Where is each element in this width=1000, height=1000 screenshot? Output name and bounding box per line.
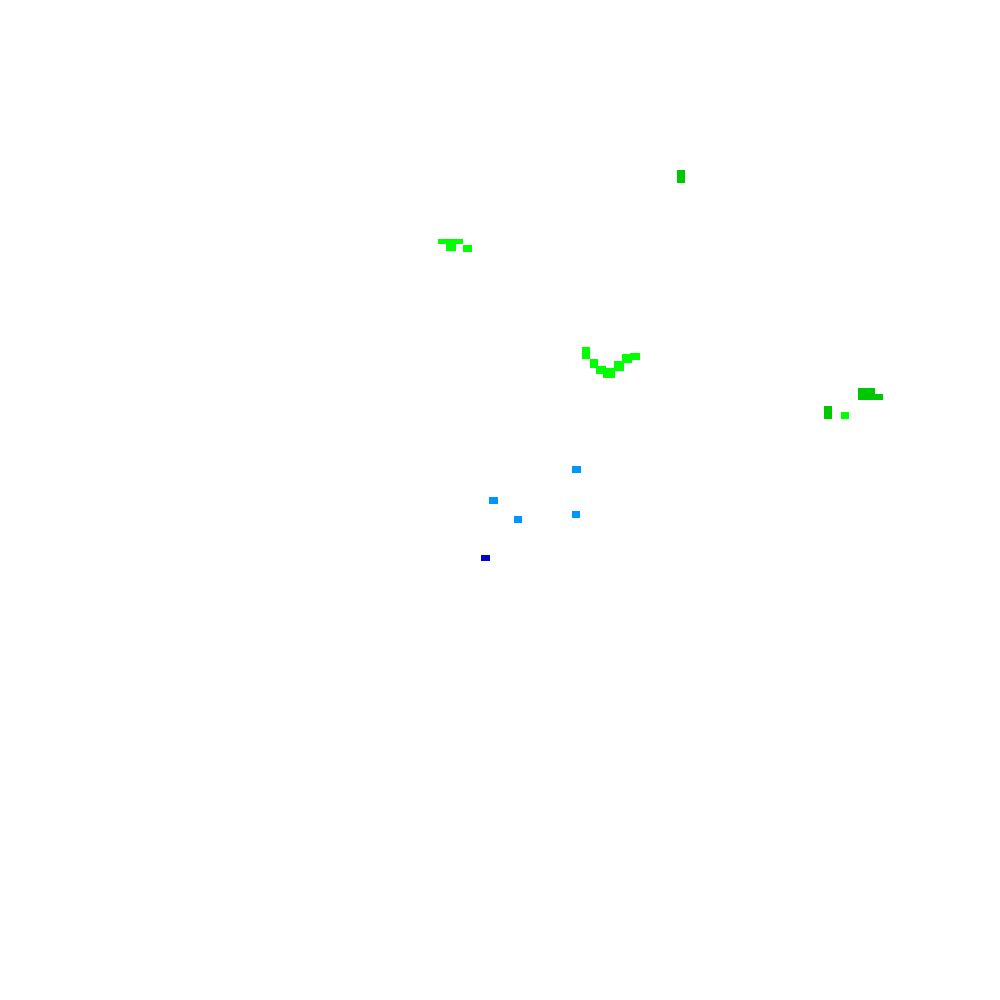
pixel-clusters (438, 170, 883, 561)
pixel-mark (824, 406, 832, 419)
dark-green-cluster (677, 170, 883, 419)
pixel-mark (438, 239, 463, 244)
pixel-mark (489, 497, 498, 504)
pixel-mark (514, 516, 522, 523)
pixel-mark (603, 368, 615, 378)
pixel-mark (630, 353, 640, 360)
pixel-mark (590, 359, 598, 368)
pixel-mark (622, 354, 632, 363)
pixel-mark (677, 170, 685, 183)
pixel-mark (614, 361, 624, 371)
bright-green-cluster (438, 239, 849, 419)
pixel-mark (582, 347, 590, 359)
pixel-mark (572, 511, 580, 518)
pixel-mark (841, 412, 849, 419)
light-blue-cluster (489, 466, 581, 523)
dark-blue-cluster (481, 555, 490, 561)
pixel-mark (596, 366, 606, 374)
pixel-mark (463, 245, 472, 252)
pixel-mark (874, 394, 883, 400)
pixel-mark (481, 555, 490, 561)
pixel-mark (572, 466, 581, 473)
pixel-mark (446, 243, 456, 251)
pixel-mark (858, 388, 875, 400)
